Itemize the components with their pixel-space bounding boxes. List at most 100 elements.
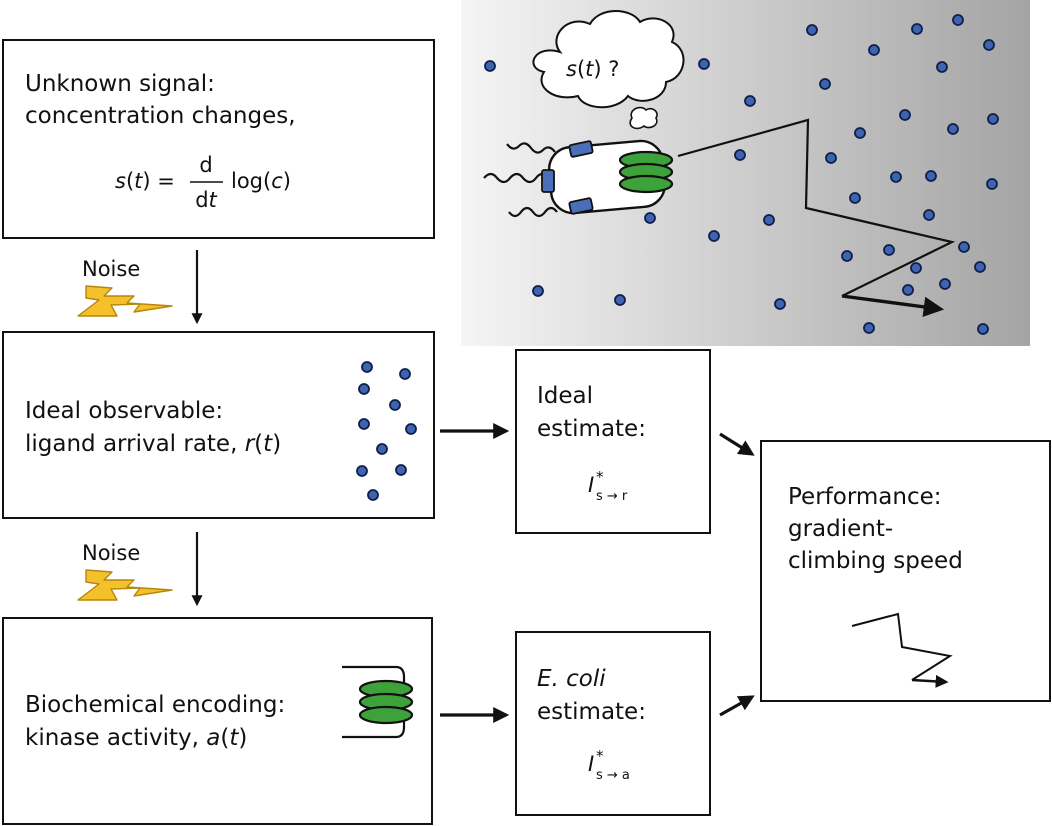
motor-protein [541, 169, 555, 193]
ligand-dot [484, 60, 496, 72]
ligand-dot [841, 250, 853, 262]
svg-text:s → a: s → a [596, 768, 630, 783]
ligand-dot [925, 170, 937, 182]
encoding-title: Biochemical encoding: [25, 692, 285, 718]
ligand-dot [614, 294, 626, 306]
mini-trajectory-arrow [911, 674, 949, 688]
ecoli-estimate-title: E. coli [537, 666, 606, 692]
ligand-dot [356, 465, 368, 477]
ligand-dot [974, 261, 986, 273]
ligand-dot [863, 322, 875, 334]
ligand-dot [977, 323, 989, 335]
ligand-dot [361, 361, 373, 373]
ligand-dot [987, 113, 999, 125]
thought-text: s(t) ? [566, 57, 619, 81]
signal-box: Unknown signal: concentration changes, s… [2, 39, 435, 239]
ligand-dot [936, 61, 948, 73]
thought-cloud: s(t) ? [532, 10, 685, 130]
lightning-bolt-icon [77, 569, 173, 601]
receptor-cluster [618, 150, 674, 194]
performance-line3: climbing speed [788, 548, 963, 574]
motor-protein [568, 197, 594, 215]
ecoli-estimate-subtitle: estimate: [537, 699, 646, 725]
gradient-panel: s(t) ? [461, 0, 1030, 346]
ligand-dot [825, 152, 837, 164]
flagellum [483, 172, 550, 184]
fraction-denominator: dt [195, 188, 217, 212]
ligand-dot [854, 127, 866, 139]
ecoli-estimate-box: E. coli estimate: I * s → a [515, 631, 711, 816]
ligand-dot [806, 24, 818, 36]
signal-equation: s(t) = d dt log(c) [115, 153, 291, 212]
trajectory-path [677, 118, 956, 297]
ligand-dot [734, 149, 746, 161]
motor-protein [568, 140, 594, 158]
ligand-dot [819, 78, 831, 90]
ligand-dot [376, 443, 388, 455]
ligand-dot [367, 489, 379, 501]
ligand-dot [939, 278, 951, 290]
ligand-dot [958, 241, 970, 253]
arrow-ecoli-to-performance [719, 695, 755, 717]
ligand-dot [947, 123, 959, 135]
ligand-dot [868, 44, 880, 56]
noise-indicator-1: Noise [77, 257, 173, 317]
ligand-dot [923, 209, 935, 221]
flagellum [506, 142, 556, 154]
ligand-dot [708, 230, 720, 242]
trajectory-arrow [841, 294, 945, 317]
mini-trajectory-path [851, 612, 953, 681]
ecoli-estimate-symbol: I * s → a [588, 747, 630, 783]
ligand-dot [986, 178, 998, 190]
fraction-numerator: d [199, 153, 212, 177]
svg-text:I: I [588, 752, 594, 776]
noise-label: Noise [82, 257, 140, 281]
ideal-estimate-box: Ideal estimate: I * s → r [515, 349, 711, 534]
performance-line2: gradient- [788, 516, 893, 542]
ideal-estimate-title: Ideal [537, 383, 593, 409]
noise-label: Noise [82, 541, 140, 565]
observable-title: Ideal observable: [25, 398, 223, 424]
ligand-dot [763, 214, 775, 226]
ligand-dot [399, 368, 411, 380]
encoding-box: Biochemical encoding: kinase activity, a… [2, 617, 433, 825]
ligand-dot [902, 284, 914, 296]
kinase-receptor-icon [342, 665, 414, 739]
ligand-dot [405, 423, 417, 435]
signal-subtitle: concentration changes, [25, 103, 296, 129]
performance-box: Performance: gradient- climbing speed [760, 440, 1051, 702]
ligand-dot [952, 14, 964, 26]
observable-subtitle: ligand arrival rate, r(t) [25, 431, 281, 457]
observable-box: Ideal observable: ligand arrival rate, r… [2, 331, 435, 519]
ligand-dot [532, 285, 544, 297]
ligand-dot [358, 418, 370, 430]
encoding-subtitle: kinase activity, a(t) [25, 725, 247, 751]
noise-indicator-2: Noise [77, 541, 173, 601]
ligand-dot [774, 298, 786, 310]
ligand-dot [983, 39, 995, 51]
svg-text:*: * [596, 747, 604, 765]
ligand-dot [899, 109, 911, 121]
arrival-dots [356, 361, 417, 501]
ligand-dot [644, 212, 656, 224]
bacterium [483, 139, 674, 218]
ligand-dot [744, 95, 756, 107]
ligand-dot [358, 383, 370, 395]
ideal-estimate-subtitle: estimate: [537, 416, 646, 442]
ideal-estimate-symbol: I * s → r [588, 468, 628, 504]
ligand-molecules [484, 14, 999, 335]
ligand-dot [890, 171, 902, 183]
lightning-bolt-icon [77, 285, 173, 317]
signal-title: Unknown signal: [25, 71, 215, 97]
ligand-dot [849, 192, 861, 204]
arrow-ideal-to-performance [719, 432, 755, 456]
svg-text:I: I [588, 473, 594, 497]
performance-title: Performance: [788, 484, 942, 510]
ligand-dot [910, 262, 922, 274]
svg-text:s(t) =: s(t) = [115, 169, 175, 193]
ligand-dot [911, 23, 923, 35]
ligand-dot [698, 58, 710, 70]
ligand-dot [883, 244, 895, 256]
svg-text:s → r: s → r [596, 489, 628, 504]
